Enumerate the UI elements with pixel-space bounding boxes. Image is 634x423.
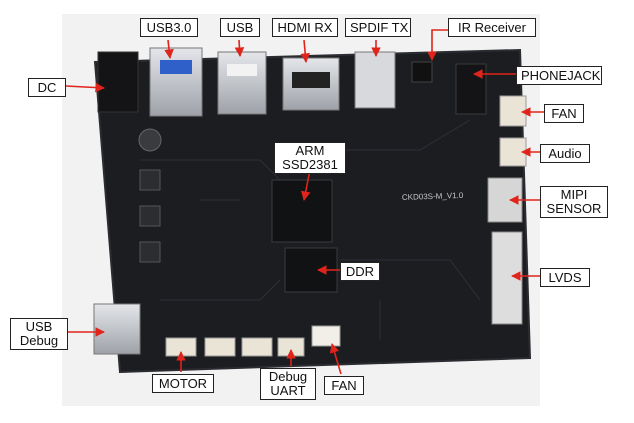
label-mipi-sensor: MIPI SENSOR [540,186,608,218]
leader-arrows [65,29,544,375]
label-usb: USB [220,18,260,37]
arrow-arm [300,169,311,201]
label-hdmi-rx: HDMI RX [272,18,338,37]
label-audio: Audio [540,144,590,163]
label-arm-ssd2381: ARM SSD2381 [274,142,346,174]
usb-port [217,51,267,115]
label-mipi-line1: MIPI [560,187,588,202]
dc-jack [97,51,139,113]
label-motor: MOTOR [152,374,214,393]
label-phonejack: PHONEJACK [516,66,602,85]
arm-soc-chip [271,179,333,243]
label-mipi-line2: SENSOR [546,201,602,216]
lvds-connector [491,231,523,325]
hdmi-opening [292,72,330,88]
motor-connector [204,337,236,357]
inductor [139,241,161,263]
usb30-port [149,47,203,117]
motor-connector [241,337,273,357]
label-usb-debug: USB Debug [10,318,68,350]
label-usb30: USB3.0 [140,18,198,37]
usb30-tongue [160,60,192,74]
label-debug-uart: Debug UART [260,368,316,400]
label-fan-bottom: FAN [324,376,364,395]
label-ir-receiver: IR Receiver [448,18,536,37]
label-usb-debug-line1: USB [25,319,53,334]
label-arm-line1: ARM [295,143,325,158]
usb-tongue [227,64,257,76]
inductor [139,169,161,191]
arrow-dc [65,82,105,93]
label-debug-uart-line1: Debug [268,369,308,384]
usb-debug-port [93,303,141,355]
spdif-port [354,51,396,109]
label-lvds: LVDS [540,268,590,287]
ir-receiver [411,61,433,83]
label-spdif-tx: SPDIF TX [345,18,411,37]
arrow-usb [234,39,245,57]
arrow-hdmi [300,39,310,63]
arrow-ir [427,29,448,61]
label-fan-top: FAN [544,104,584,123]
board-silkscreen: CKD03S-M_V1.0 [402,191,464,202]
fan-connector-top [499,95,527,127]
pcb-traces [140,119,481,340]
label-arm-line2: SSD2381 [282,157,338,172]
label-usb-debug-line2: Debug [19,333,59,348]
arrow-fan-bottom [329,343,342,375]
arrow-usb30 [164,39,174,59]
label-ddr: DDR [340,262,380,281]
label-dc: DC [28,78,66,97]
fan-connector-bottom [311,325,341,347]
phone-jack [455,63,487,115]
label-debug-uart-line2: UART [270,383,306,398]
inductor [139,205,161,227]
capacitor [138,128,162,152]
